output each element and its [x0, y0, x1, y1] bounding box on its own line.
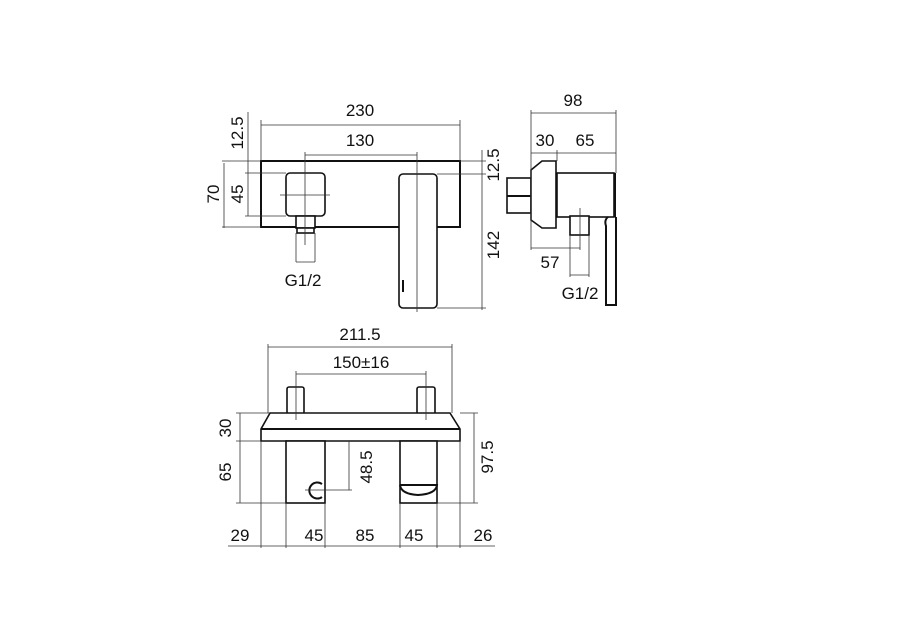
side-inlet-pipe [569, 215, 590, 236]
front-body [260, 160, 461, 228]
thread-label-front: G1/2 [285, 271, 322, 290]
top-view: 211.5 150±16 30 65 48.5 97.5 29 45 85 45… [216, 325, 497, 548]
dim-body-depth: 65 [216, 463, 235, 482]
side-view: 98 30 65 57 G1/2 [506, 91, 617, 306]
dim-depth-wall: 30 [536, 131, 555, 150]
dim-segment: 45 [305, 526, 324, 545]
dim-segment: 45 [405, 526, 424, 545]
top-plate [260, 412, 461, 442]
dim-spout-height: 142 [484, 231, 503, 259]
side-wall-flange [530, 160, 557, 229]
dim-knob-depth: 48.5 [357, 450, 376, 483]
front-spout [398, 173, 438, 309]
side-dimension-lines [530, 110, 617, 277]
dim-plate-depth: 30 [216, 419, 235, 438]
dim-body-height: 70 [204, 185, 223, 204]
dim-top-offset-left: 12.5 [228, 116, 247, 149]
dim-outlet-offset: 57 [541, 253, 560, 272]
thread-label-side: G1/2 [562, 284, 599, 303]
front-knob [285, 172, 326, 217]
knob-notch [308, 481, 323, 500]
side-lever [604, 216, 617, 306]
dim-knob-height: 45 [228, 185, 247, 204]
dim-total-depth: 97.5 [478, 440, 497, 473]
front-view: 230 130 12.5 45 70 12.5 142 G1/2 [204, 101, 503, 312]
dim-top-offset-right: 12.5 [484, 148, 503, 181]
dim-segment: 26 [474, 526, 493, 545]
side-body [556, 172, 615, 218]
dim-depth-body: 65 [576, 131, 595, 150]
top-dimension-lines [228, 344, 495, 548]
front-dimension-lines [222, 112, 486, 312]
spout-outlet [399, 484, 439, 497]
dim-segment: 29 [231, 526, 250, 545]
dim-width-total-top: 211.5 [339, 325, 380, 344]
front-inlet-pipe [295, 215, 316, 229]
dim-width-centers: 130 [346, 131, 374, 150]
dim-inlet-spacing: 150±16 [333, 353, 390, 372]
dim-width-total: 230 [346, 101, 374, 120]
front-inlet-nut [296, 227, 315, 234]
inlet-post-left [286, 386, 305, 415]
dim-depth-total: 98 [564, 91, 583, 110]
top-spout [399, 440, 438, 504]
top-knob [285, 440, 326, 504]
dim-segment: 85 [356, 526, 375, 545]
